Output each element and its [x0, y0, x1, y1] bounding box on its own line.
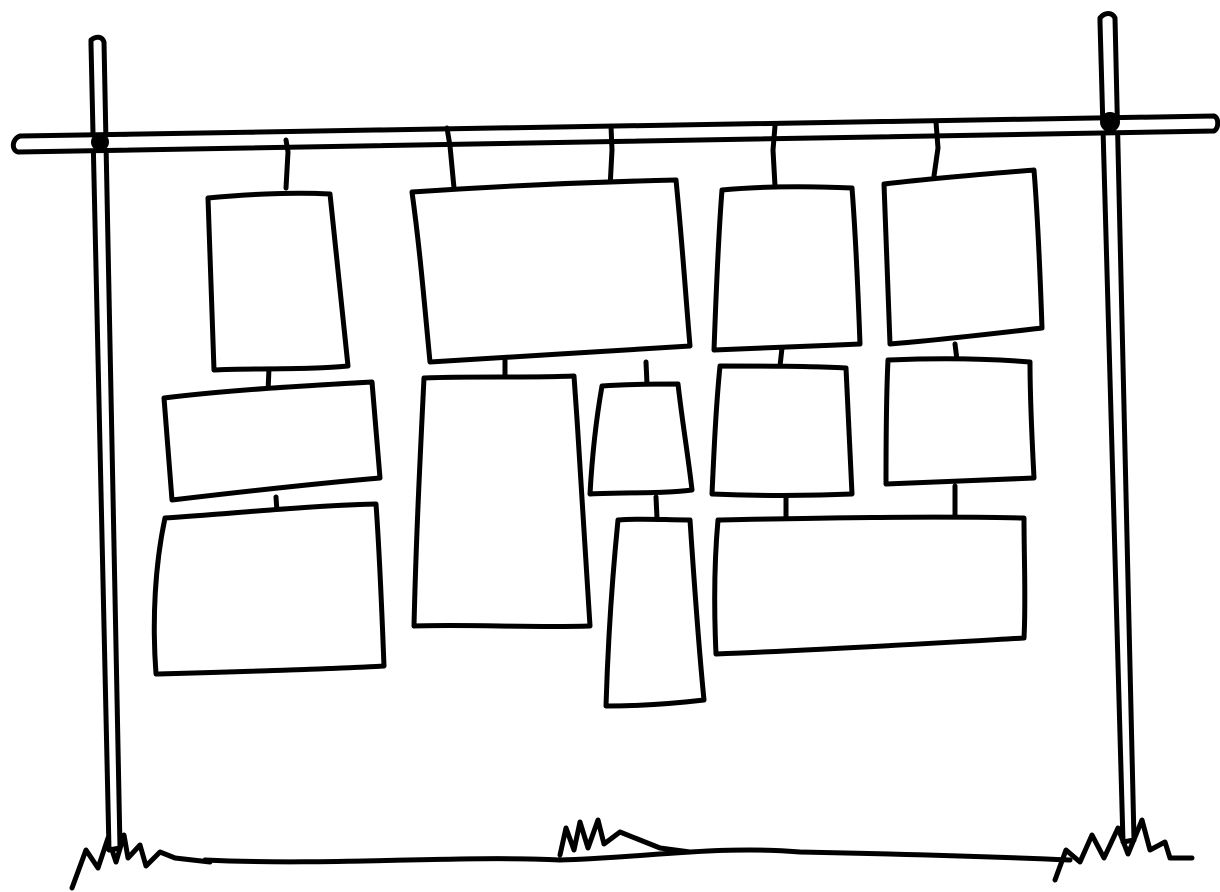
crossbar-group: [13, 113, 1217, 152]
panel-8: [714, 187, 860, 350]
panel-9: [884, 170, 1042, 344]
hanging-panels: [154, 170, 1042, 706]
hanger-link: [780, 348, 782, 366]
panel-10: [712, 366, 852, 496]
panel-2: [164, 382, 380, 500]
panel-1: [208, 193, 348, 370]
ground-line: [205, 850, 1070, 862]
hanger-link: [646, 362, 647, 384]
left-bolt: [92, 134, 108, 150]
hanger-link: [934, 122, 938, 176]
hanger-link: [610, 126, 612, 188]
right-post: [1100, 14, 1134, 843]
grass-tuft-center: [560, 820, 690, 855]
panel-4: [412, 180, 690, 362]
panel-3: [154, 504, 384, 674]
right-bolt: [1101, 113, 1119, 131]
panel-6: [590, 384, 692, 494]
hanger-link: [286, 140, 288, 188]
crossbar: [13, 116, 1217, 152]
hanger-link: [773, 126, 775, 186]
panel-5: [414, 376, 590, 627]
panel-12: [715, 517, 1025, 654]
left-post: [91, 37, 120, 850]
panel-7: [606, 519, 704, 706]
panel-11: [886, 359, 1034, 484]
hanger-link: [656, 497, 657, 518]
ground: [72, 820, 1192, 888]
grass-tuft-left: [72, 835, 210, 888]
